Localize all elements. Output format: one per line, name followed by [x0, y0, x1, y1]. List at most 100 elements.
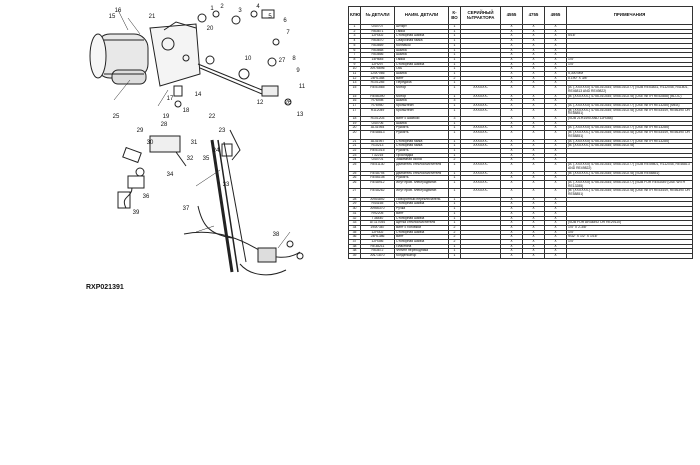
linkage-rod-drawing — [197, 55, 279, 97]
cell-serial: XXXXXX- — [460, 162, 501, 172]
switch-assembly-drawing — [117, 135, 187, 209]
mounting-bracket-drawing — [149, 21, 201, 87]
callout-12: 12 — [257, 100, 264, 106]
cell-notes: (B: (XXXXXX-) 4755-010345; 4955-010278) … — [566, 107, 693, 118]
cell-m4755: X — [522, 162, 545, 172]
wiring-harness-drawing — [183, 205, 304, 276]
cell-m4555: X — [500, 162, 523, 172]
diagram-code: RXP021391 — [86, 284, 124, 291]
cell-notes: (B: (XXXXXX-) 4755-010345; 4955-010278) … — [566, 188, 693, 198]
cell-m4555: X — [500, 130, 523, 140]
callout-19: 19 — [163, 114, 170, 120]
cell-serial: XXXXXX- — [460, 85, 501, 95]
callout-3: 3 — [238, 8, 242, 14]
cell-part-number: RE51565 — [360, 85, 395, 95]
cell-serial: XXXXXX- — [460, 188, 501, 198]
cell-part-number: RE48912 — [360, 179, 395, 190]
header-col-4755: 4755 — [522, 6, 545, 25]
cell-notes: (A: (-XXXXXX) 4755-010344; 4955-010277) … — [566, 162, 693, 172]
cell-m4555: X — [500, 107, 523, 118]
cell-m4555: X — [500, 253, 523, 259]
cell-serial: XXXXXX- — [460, 179, 501, 190]
cell-m4755: X — [522, 85, 545, 95]
cell-part-name: Мотор — [394, 85, 449, 95]
cell-m4955: X — [544, 85, 567, 95]
callout-6: 6 — [283, 18, 287, 24]
header-col-key: КЛЮЧ — [348, 6, 361, 25]
cell-part-name: Рукоять — [394, 130, 449, 140]
callout-34: 34 — [167, 172, 174, 178]
callout-35: 35 — [203, 156, 210, 162]
cell-m4555: X — [500, 179, 523, 190]
cell-m4555: X — [500, 85, 523, 95]
cell-notes: (B: (XXXXXX-) 4755-010345; 4955-010278) … — [566, 93, 693, 100]
callout-16: 16 — [115, 8, 122, 14]
cell-part-name: Конденсатор — [394, 253, 449, 259]
cell-m4755: X — [522, 188, 545, 198]
header-col-qty: К-ВО — [448, 6, 461, 25]
leader-lines — [113, 9, 291, 249]
header-col-serial: СЕРИЙНЫЙ №ТРАКТОРА — [460, 6, 501, 25]
cell-part-name: Кронштейн — [394, 107, 449, 118]
hardware-drawing — [173, 9, 292, 108]
cell-qty: 1 — [448, 130, 461, 140]
callout-30: 30 — [147, 140, 154, 146]
cell-part-name: Поворотный переключатель — [394, 196, 449, 203]
cell-key: 26 — [348, 179, 361, 190]
callout-33: 33 — [223, 182, 230, 188]
header-col-4555: 4555 — [500, 6, 523, 25]
cell-part-number: AN71870 — [360, 253, 395, 259]
cell-m4755: X — [522, 253, 545, 259]
cell-serial: XXXXXX- — [460, 130, 501, 140]
cell-m4955: X — [544, 162, 567, 172]
cell-notes: (B: (XXXXXX-) 4755-010345; 4955-010278) … — [566, 130, 693, 140]
cell-m4955: X — [544, 188, 567, 198]
callout-4: 4 — [256, 4, 260, 10]
callout-1: 1 — [210, 6, 214, 12]
cell-notes: (A: (-XXXXXX) 4755-010344; 4955-010277) … — [566, 85, 693, 95]
callout-32: 32 — [187, 156, 194, 162]
cell-m4955: X — [544, 107, 567, 118]
cell-qty: 1 — [448, 85, 461, 95]
callout-5: 5 — [268, 14, 272, 20]
cell-key: 27 — [348, 188, 361, 198]
callout-2: 2 — [220, 4, 224, 10]
cell-key: 25 — [348, 162, 361, 172]
cell-part-number: RE51130 — [360, 162, 395, 172]
callout-37: 37 — [183, 206, 190, 212]
callout-8: 8 — [292, 56, 296, 62]
header-col-notes: ПРИМЕЧАНИЯ — [566, 6, 693, 25]
callout-29: 29 — [137, 128, 144, 134]
cell-notes: (A: (-XXXXXX) 4755-010344; 4955-010277) … — [566, 102, 693, 109]
callout-15: 15 — [109, 14, 116, 20]
cell-qty: 1 — [448, 253, 461, 259]
cell-qty: 1 — [448, 179, 461, 190]
callout-28: 28 — [161, 122, 168, 128]
cell-part-number: R112049 — [360, 107, 395, 118]
cell-qty: 1 — [448, 162, 461, 172]
cell-serial — [460, 253, 501, 259]
cell-m4755: X — [522, 130, 545, 140]
cell-key: 39 — [348, 253, 361, 259]
callout-18: 18 — [183, 108, 190, 114]
cell-m4955: X — [544, 179, 567, 190]
callout-9: 9 — [296, 68, 300, 74]
callout-27: 27 — [279, 58, 286, 64]
callout-23: 23 — [219, 128, 226, 134]
cell-part-name: Двигатель стеклоочистителя — [394, 170, 449, 177]
cell-part-name: Жгут пров. электродвигат. — [394, 179, 449, 190]
cell-key: 20 — [348, 130, 361, 140]
callout-39: 39 — [133, 210, 140, 216]
callout-38: 38 — [273, 232, 280, 238]
cell-m4755: X — [522, 107, 545, 118]
header-col-part-name: НАИМ. ДЕТАЛИ — [394, 6, 449, 25]
callout-24: 24 — [213, 148, 220, 154]
cell-key: 15 — [348, 85, 361, 95]
